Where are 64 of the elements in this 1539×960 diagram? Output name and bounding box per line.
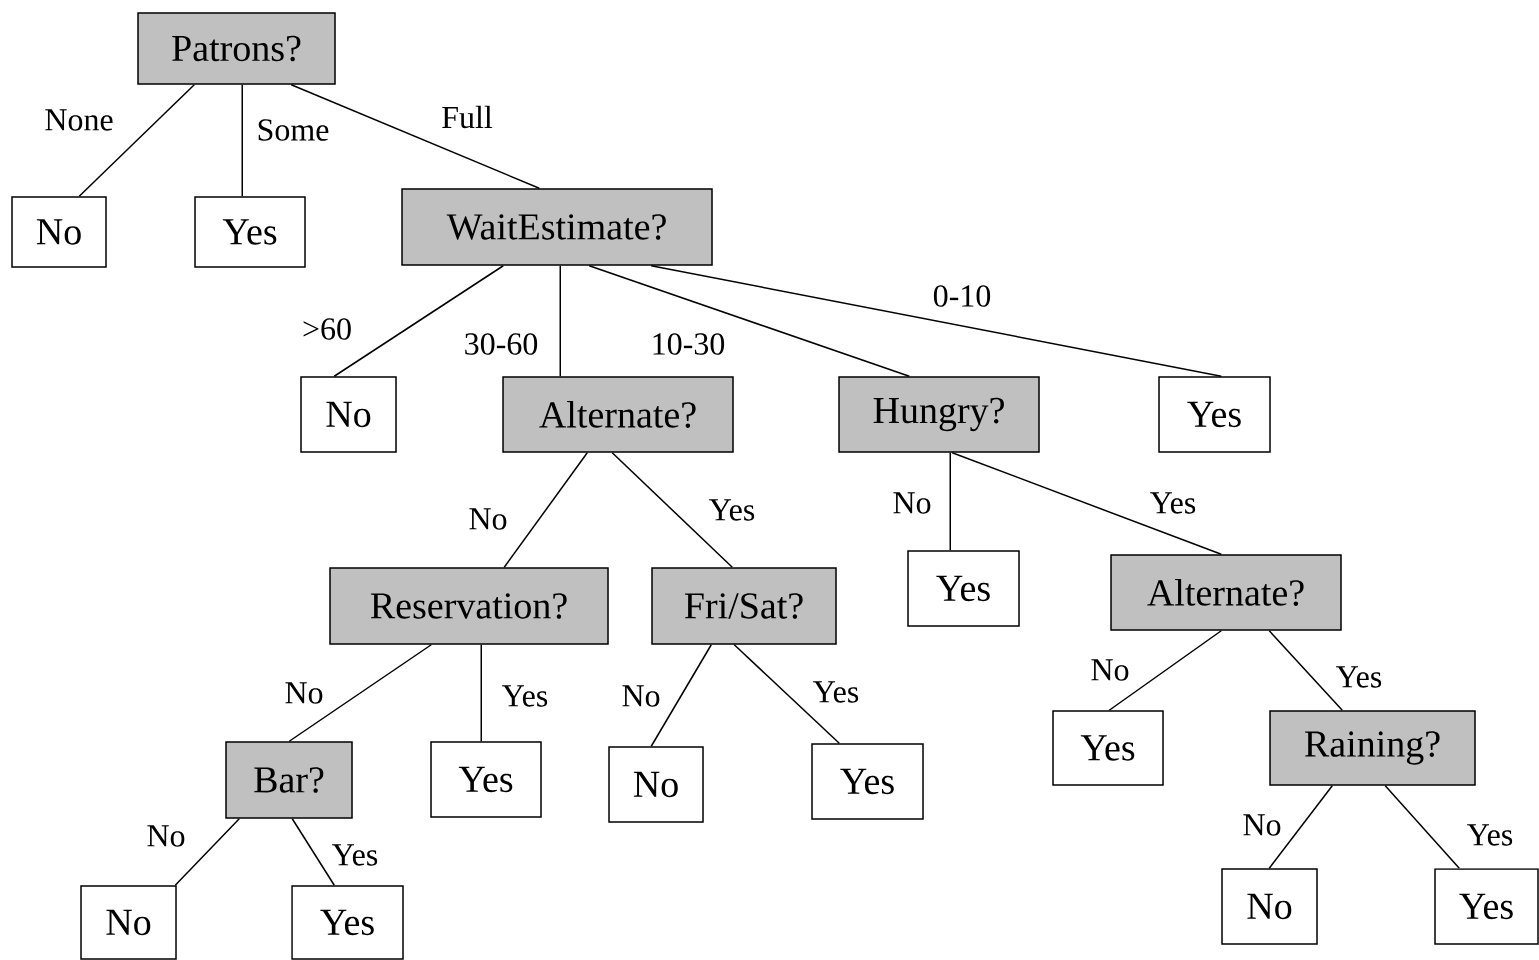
decision-box: WaitEstimate? — [401, 188, 713, 266]
branch-line — [290, 84, 540, 189]
edge-label: 30-60 — [462, 332, 540, 356]
edge-label: >60 — [301, 317, 354, 341]
decision-box: Raining? — [1269, 710, 1476, 786]
edge-label: No — [1089, 658, 1131, 682]
branch-line — [480, 644, 482, 742]
leaf-box: Yes — [1434, 868, 1539, 945]
branch-line — [241, 84, 243, 197]
decision-box: Fri/Sat? — [651, 567, 837, 645]
branch-line — [1384, 785, 1460, 869]
leaf-box: Yes — [291, 885, 404, 960]
branch-line — [650, 644, 712, 747]
leaf-box: Yes — [194, 196, 306, 268]
branch-line — [333, 265, 504, 377]
decision-box: Reservation? — [329, 567, 609, 645]
edge-label: Yes — [330, 843, 380, 867]
branch-line — [291, 818, 335, 886]
edge-label: No — [620, 684, 662, 708]
edge-label: 0-10 — [931, 284, 993, 308]
branch-line — [288, 644, 432, 742]
edge-label: Yes — [707, 498, 757, 522]
edge-label: Some — [255, 118, 331, 142]
leaf-box: Yes — [907, 550, 1020, 627]
edge-label: Yes — [1148, 491, 1198, 515]
edge-label: No — [891, 491, 933, 515]
edge-label: No — [467, 507, 509, 531]
branch-line — [559, 265, 561, 377]
leaf-box: Yes — [430, 741, 542, 818]
edge-label: Yes — [500, 684, 550, 708]
branch-line — [588, 265, 910, 377]
leaf-box: Yes — [1158, 376, 1271, 453]
branch-line — [951, 452, 1222, 555]
edge-label: 10-30 — [649, 332, 727, 356]
leaf-box: Yes — [811, 743, 924, 820]
branch-line — [78, 84, 195, 197]
leaf-box: No — [608, 746, 704, 823]
decision-box: Alternate? — [1110, 554, 1342, 631]
decision-box: Hungry? — [838, 376, 1040, 453]
branch-line — [503, 452, 588, 568]
edge-label: Yes — [1334, 665, 1384, 689]
edge-label: Full — [440, 104, 494, 130]
edge-label: Yes — [811, 680, 861, 704]
leaf-box: No — [300, 376, 397, 453]
leaf-box: No — [1221, 868, 1318, 945]
branch-line — [1268, 785, 1333, 869]
edge-label: Yes — [1465, 823, 1515, 847]
edge-label: No — [283, 681, 325, 705]
leaf-box: No — [80, 885, 177, 960]
edge-label: None — [43, 108, 115, 132]
branch-line — [611, 452, 733, 568]
decision-box: Patrons? — [137, 12, 336, 85]
decision-box: Bar? — [225, 741, 353, 819]
leaf-box: No — [11, 196, 107, 268]
branch-line — [949, 452, 951, 551]
edge-label: No — [145, 824, 187, 848]
branch-line — [1268, 630, 1343, 711]
edge-label: No — [1241, 813, 1283, 837]
branch-line — [733, 644, 840, 744]
branch-line — [174, 818, 240, 886]
branch-line — [650, 265, 1222, 377]
leaf-box: Yes — [1052, 710, 1164, 786]
branch-line — [1108, 630, 1222, 711]
decision-box: Alternate? — [502, 376, 734, 453]
